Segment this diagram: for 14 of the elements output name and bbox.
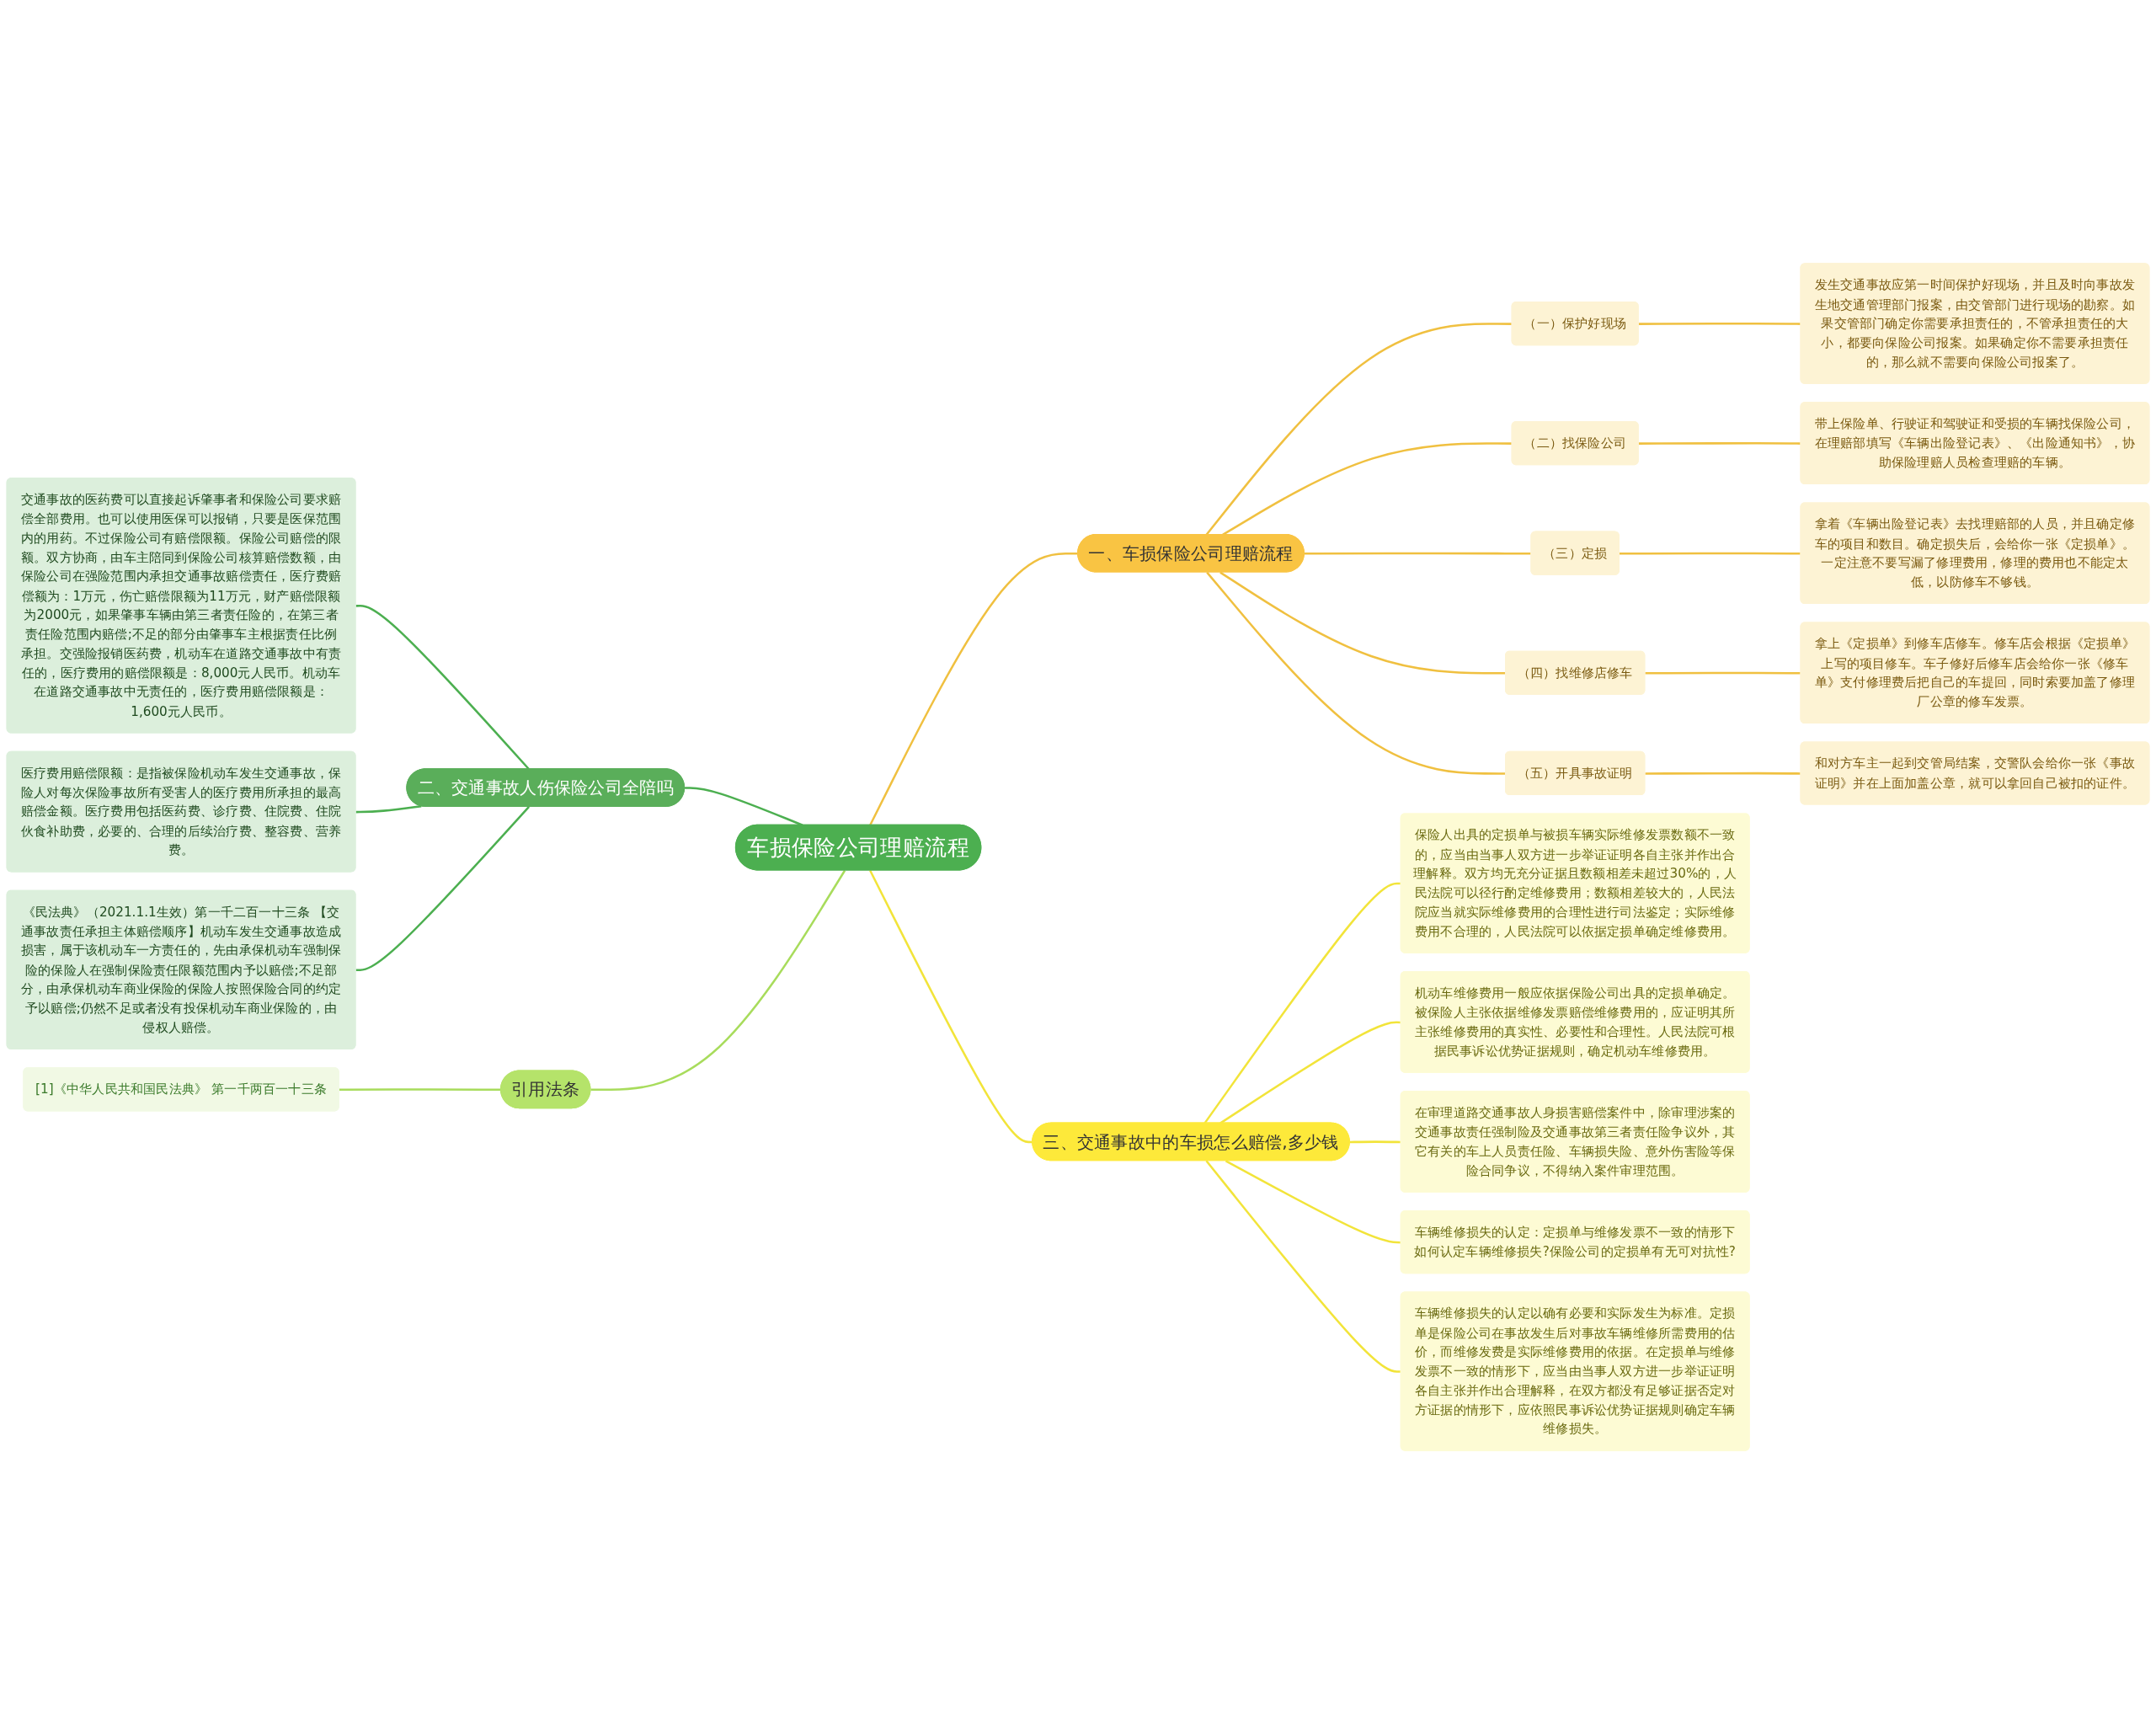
connector <box>355 806 530 972</box>
connector <box>1205 1160 1401 1373</box>
connector <box>1203 882 1401 1124</box>
connector <box>685 787 803 826</box>
connector <box>339 1088 501 1092</box>
connector <box>590 869 846 1092</box>
connector <box>1219 571 1506 675</box>
connector <box>1205 323 1513 536</box>
connector <box>1206 571 1506 775</box>
connector <box>1219 1021 1401 1124</box>
connector <box>1225 1160 1401 1244</box>
connector <box>1222 442 1513 536</box>
connector <box>355 804 422 814</box>
connector <box>1349 1140 1401 1144</box>
